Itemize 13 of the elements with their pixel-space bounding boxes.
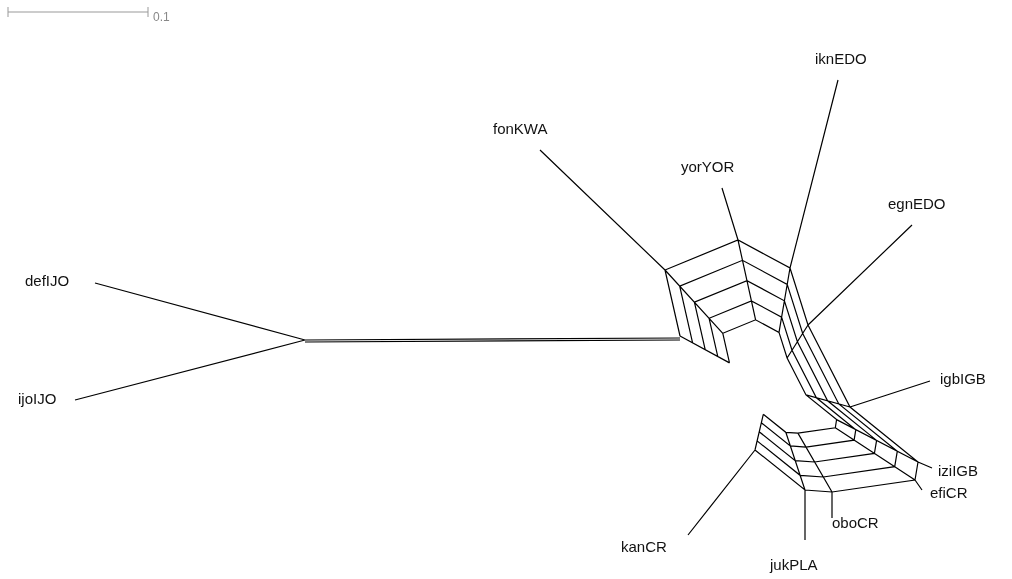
taxon-label: efiCR	[930, 484, 968, 501]
scale-value: 0.1	[153, 10, 170, 24]
taxon-label: defIJO	[25, 272, 70, 289]
taxon-label: oboCR	[832, 514, 879, 531]
taxon-label: yorYOR	[681, 158, 735, 175]
taxon-label: egnEDO	[888, 195, 946, 212]
taxon-label: iziIGB	[938, 462, 978, 479]
taxon-label: fonKWA	[493, 120, 548, 137]
taxon-label: kanCR	[621, 538, 667, 555]
taxon-label: igbIGB	[940, 370, 986, 387]
taxon-label: jukPLA	[770, 556, 818, 573]
taxon-label: ijoIJO	[18, 390, 57, 407]
taxon-label: iknEDO	[815, 50, 867, 67]
